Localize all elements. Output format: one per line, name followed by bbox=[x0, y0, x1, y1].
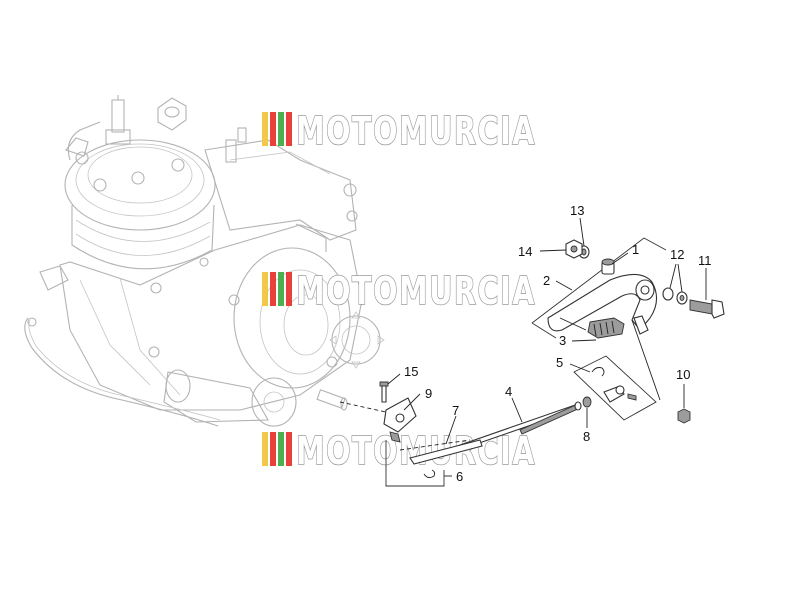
callout-11: 11 bbox=[698, 253, 712, 268]
crankcase bbox=[59, 224, 363, 411]
callout-10: 10 bbox=[676, 367, 690, 382]
cylinder-head bbox=[64, 121, 216, 231]
callout-13: 13 bbox=[570, 203, 584, 218]
part-6-kit-frame bbox=[385, 440, 445, 487]
hoses bbox=[24, 265, 221, 427]
watermark-stripe bbox=[270, 272, 276, 306]
part-2-lever-bracket bbox=[531, 237, 667, 401]
callout-6: 6 bbox=[456, 469, 463, 484]
part-15-screw bbox=[379, 381, 389, 403]
watermark-stripe bbox=[270, 432, 276, 466]
callout-12: 12 bbox=[670, 247, 684, 262]
callout-5: 5 bbox=[556, 355, 563, 370]
part-3-peg bbox=[559, 317, 625, 339]
callout-9: 9 bbox=[425, 386, 432, 401]
callout-8: 8 bbox=[583, 429, 590, 444]
watermark-stripe bbox=[278, 432, 284, 466]
watermark-stripe bbox=[278, 112, 284, 146]
watermark-stripe bbox=[262, 112, 268, 146]
reed-block bbox=[204, 127, 358, 252]
callout-4: 4 bbox=[505, 384, 512, 399]
watermark-stripe bbox=[286, 432, 292, 466]
watermark-text: MOTOMURCIA bbox=[296, 269, 536, 313]
part-11-bolt bbox=[689, 299, 725, 319]
watermark-text: MOTOMURCIA bbox=[296, 109, 536, 153]
cylinder-body bbox=[71, 204, 215, 270]
callout-7: 7 bbox=[452, 403, 459, 418]
callout-15: 15 bbox=[404, 364, 418, 379]
watermark-stripe bbox=[286, 112, 292, 146]
callout-2: 2 bbox=[543, 273, 550, 288]
callout-numbers: 1 2 3 4 5 6 7 8 9 10 11 12 13 14 15 bbox=[404, 203, 712, 484]
head-valve bbox=[157, 97, 187, 131]
part-10-nut bbox=[677, 408, 691, 424]
starter-motor bbox=[163, 369, 297, 427]
part-1-bushing bbox=[601, 258, 615, 275]
callout-3: 3 bbox=[559, 333, 566, 348]
part-14-nut bbox=[565, 239, 583, 259]
watermark-stripe bbox=[270, 112, 276, 146]
callout-1: 1 bbox=[632, 242, 639, 257]
watermark-stripe bbox=[262, 272, 268, 306]
part-12-washers bbox=[662, 287, 688, 305]
watermark-stripe bbox=[278, 272, 284, 306]
part-7-link-rod bbox=[399, 439, 483, 465]
watermark-stripe bbox=[262, 432, 268, 466]
engine-outline bbox=[24, 95, 385, 427]
part-8-nut bbox=[582, 396, 592, 408]
leader-lines bbox=[387, 217, 707, 477]
sprocket bbox=[329, 311, 385, 369]
callout-14: 14 bbox=[518, 244, 532, 259]
part-5-clevis-kit bbox=[573, 355, 657, 421]
watermark-stripe bbox=[286, 272, 292, 306]
watermark-middle: MOTOMURCIA bbox=[262, 268, 536, 314]
spark-plug bbox=[105, 95, 131, 145]
shift-shaft-stub bbox=[316, 389, 348, 411]
watermark-top: MOTOMURCIA bbox=[262, 108, 536, 154]
